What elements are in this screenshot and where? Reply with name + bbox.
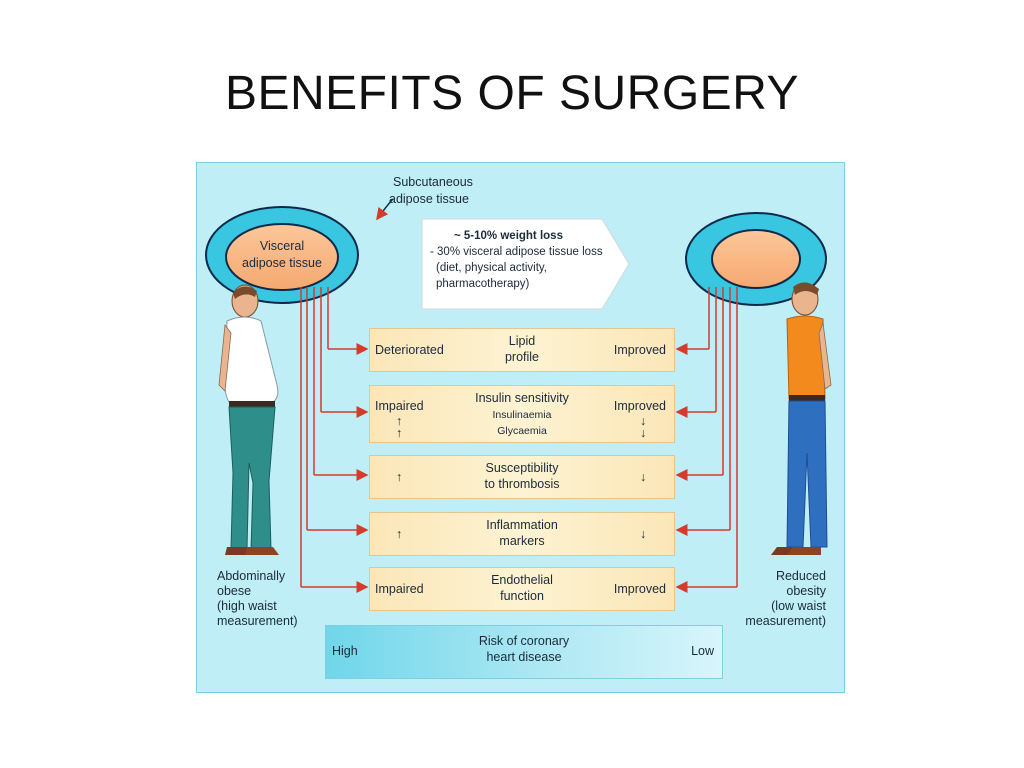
row-title: Endothelial bbox=[491, 573, 553, 587]
row-title: Lipid bbox=[508, 334, 536, 348]
subcutaneous-label: Subcutaneous bbox=[393, 175, 473, 189]
slide-title: BENEFITS OF SURGERY bbox=[224, 67, 800, 120]
up-arrow-icon: ↑ bbox=[396, 527, 403, 541]
reduced-label-line: obesity bbox=[786, 584, 826, 598]
row-title-line2: to thrombosis bbox=[484, 477, 560, 491]
row-right-label: Improved bbox=[613, 582, 666, 596]
obese-label-line: obese bbox=[217, 584, 252, 598]
intervention-pharmacotherapy: pharmacotherapy) bbox=[436, 278, 530, 290]
right-visceral-ellipse bbox=[711, 229, 801, 289]
row-title: Inflammation bbox=[486, 518, 558, 532]
obese-person-label: Abdominally obese (high waist measuremen… bbox=[217, 569, 298, 629]
up-arrow-icon: ↑ bbox=[396, 426, 403, 440]
intervention-visceral-loss: - 30% visceral adipose tissue loss bbox=[430, 246, 603, 258]
row-sub-glycaemia: Glycaemia bbox=[497, 425, 547, 437]
left-connectors bbox=[300, 287, 369, 593]
row-left-label: Impaired bbox=[375, 399, 424, 413]
row-right-label: Improved bbox=[613, 399, 666, 413]
reduced-label-line: Reduced bbox=[775, 569, 826, 583]
row-sub-insulinaemia: Insulinaemia bbox=[492, 409, 552, 421]
slim-person-figure bbox=[771, 282, 832, 555]
subcutaneous-tissue-label: adipose tissue bbox=[389, 192, 469, 206]
risk-high-label: High bbox=[332, 644, 358, 658]
benefits-diagram: Subcutaneous adipose tissue Visceral adi… bbox=[196, 162, 845, 693]
left-visceral-ellipse bbox=[225, 223, 339, 291]
subcutaneous-pointer bbox=[376, 198, 394, 221]
risk-coronary-bar: High Risk of coronary heart disease Low bbox=[325, 625, 723, 679]
row-left-label: Deteriorated bbox=[375, 343, 444, 357]
down-arrow-icon: ↓ bbox=[640, 470, 647, 484]
down-arrow-icon: ↓ bbox=[640, 414, 647, 428]
right-connectors bbox=[675, 287, 738, 593]
row-thrombosis: Susceptibility to thrombosis ↑ ↓ bbox=[369, 455, 675, 499]
obese-label-line: measurement) bbox=[217, 614, 298, 628]
row-insulin-sensitivity: Impaired Insulin sensitivity Insulinaemi… bbox=[369, 385, 675, 443]
diagram-graphics bbox=[205, 198, 832, 593]
risk-low-label: Low bbox=[691, 644, 714, 658]
row-title: Susceptibility bbox=[485, 461, 559, 475]
visceral-label: Visceral bbox=[259, 239, 305, 253]
row-right-label: Improved bbox=[613, 343, 666, 357]
obese-label-line: Abdominally bbox=[217, 569, 286, 583]
down-arrow-icon: ↓ bbox=[640, 527, 647, 541]
intervention-arrow bbox=[421, 218, 630, 310]
reduced-obesity-label: Reduced obesity (low waist measurement) bbox=[745, 569, 826, 629]
row-title: Insulin sensitivity bbox=[475, 391, 569, 405]
obese-label-line: (high waist bbox=[217, 599, 277, 613]
row-endothelial-function: Impaired Endothelial function Improved bbox=[369, 567, 675, 611]
intervention-methods: (diet, physical activity, bbox=[436, 262, 547, 274]
row-title-line2: markers bbox=[499, 534, 545, 548]
down-arrow-icon: ↓ bbox=[640, 426, 647, 440]
row-inflammation: Inflammation markers ↑ ↓ bbox=[369, 512, 675, 556]
row-lipid-profile: Deteriorated Lipid profile Improved bbox=[369, 328, 675, 372]
risk-title-line2: heart disease bbox=[486, 650, 562, 664]
row-title-line2: function bbox=[500, 589, 544, 603]
up-arrow-icon: ↑ bbox=[396, 470, 403, 484]
intervention-box: ~ 5-10% weight loss - 30% visceral adipo… bbox=[422, 219, 614, 309]
row-title-line2: profile bbox=[504, 350, 540, 364]
risk-title: Risk of coronary bbox=[478, 634, 570, 648]
row-left-label: Impaired bbox=[375, 582, 424, 596]
intervention-weight-loss: ~ 5-10% weight loss bbox=[454, 230, 563, 242]
obese-person-figure bbox=[218, 284, 279, 555]
reduced-label-line: (low waist bbox=[771, 599, 826, 613]
up-arrow-icon: ↑ bbox=[396, 414, 403, 428]
visceral-tissue-label: adipose tissue bbox=[242, 256, 322, 270]
reduced-label-line: measurement) bbox=[745, 614, 826, 628]
